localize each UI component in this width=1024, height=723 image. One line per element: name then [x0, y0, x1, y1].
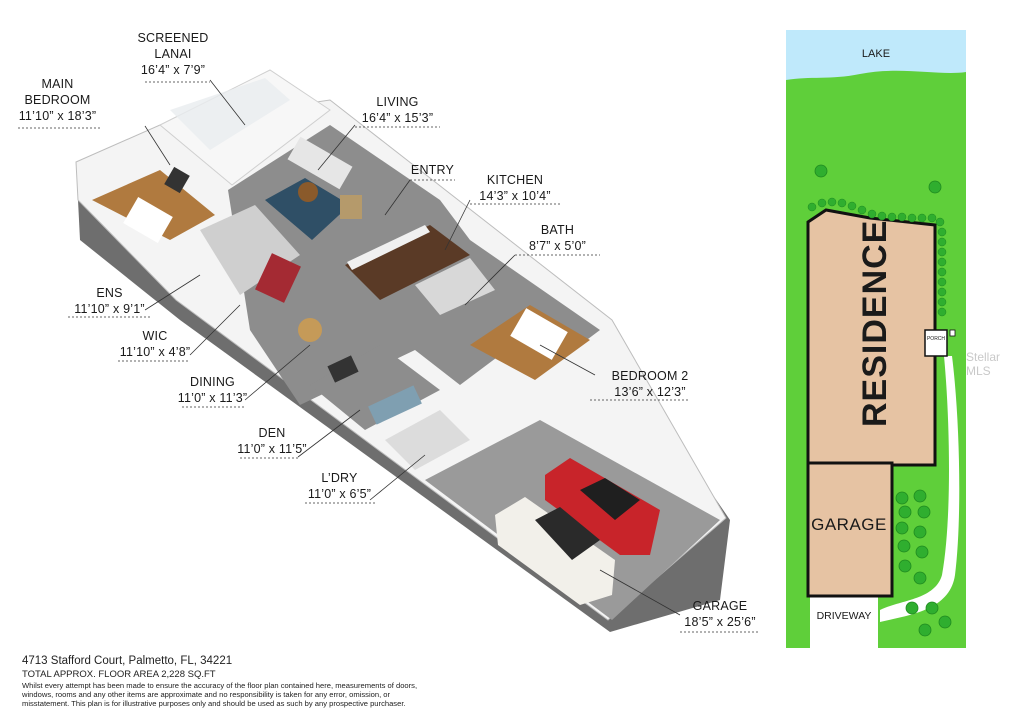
white-hatchback [495, 497, 615, 605]
room-dimensions: 14’3” x 10’4” [479, 189, 551, 203]
leader-kitchen [444, 199, 471, 251]
room-name: LANAI [154, 47, 192, 61]
room-label-main-bedroom: MAIN BEDROOM 11’10” x 18’3” [10, 76, 105, 124]
room-name: SCREENED [137, 31, 209, 45]
room-dimensions: 11’0” x 11’5” [237, 442, 307, 456]
property-address: 4713 Stafford Court, Palmetto, FL, 34221 [22, 655, 233, 667]
room-label-living: LIVING 16’4” x 15’3” [350, 94, 445, 126]
den-sofa [368, 385, 422, 425]
living-rug [265, 178, 350, 240]
leader-ens [144, 274, 201, 311]
room-name: BEDROOM 2 [611, 369, 689, 383]
den-floor [310, 345, 440, 430]
leader-main-bedroom [144, 125, 171, 166]
kitchen-counter [347, 225, 430, 270]
leader-wic [189, 304, 241, 356]
room-dimensions: 11’10” x 18’3” [18, 109, 97, 123]
room-name: MAIN [41, 77, 74, 91]
label-underlines [18, 81, 760, 633]
bath-floor [415, 258, 495, 315]
porch-step [949, 329, 956, 337]
bedroom-2-bed [510, 308, 568, 360]
room-label-wic: WIC 11’10” x 4’8” [110, 328, 200, 360]
red-convertible-roof [580, 478, 640, 520]
room-label-den: DEN 11’0” x 11’5” [237, 425, 307, 457]
den-tv [327, 355, 359, 383]
lake-label: LAKE [861, 48, 891, 60]
room-label-screened-lanai: SCREENED LANAI 16’4” x 7’9” [128, 30, 218, 78]
room-label-dining: DINING 11’0” x 11’3” [175, 374, 250, 406]
room-name: BATH [540, 223, 575, 237]
room-name: ENTRY [410, 163, 455, 177]
room-dimensions: 16’4” x 7’9” [140, 63, 206, 77]
room-name: KITCHEN [486, 173, 544, 187]
living-armchair [340, 195, 362, 219]
room-dimensions: 18’5” x 25’6” [684, 615, 756, 629]
residence-label: RESIDENCE [856, 219, 894, 427]
leader-garage [599, 569, 681, 616]
driveway-label: DRIVEWAY [816, 610, 872, 622]
room-dimensions: 11’10” x 4’8” [119, 345, 191, 359]
leader-laundry [369, 454, 426, 501]
room-name: ENS [96, 286, 123, 300]
room-label-laundry: L’DRY 11’0” x 6’5” [302, 470, 377, 502]
ensuite-floor [200, 205, 300, 295]
driveway [810, 597, 878, 648]
room-name: DINING [190, 375, 235, 389]
room-dimensions: 11’0” x 11’3” [177, 391, 248, 405]
leader-lines [144, 79, 681, 616]
room-name: L’DRY [321, 471, 358, 485]
kitchen-cabinets [345, 225, 470, 300]
room-name: DEN [258, 426, 286, 440]
leader-entry [384, 179, 411, 216]
porch-label: PORCH [926, 336, 946, 342]
front-path [880, 356, 960, 622]
room-name: LIVING [376, 95, 419, 109]
trees [814, 164, 952, 637]
room-dimensions: 16’4” x 15’3” [361, 111, 434, 125]
room-name: BEDROOM [24, 93, 91, 107]
leader-living [317, 124, 356, 171]
room-name: GARAGE [692, 599, 748, 613]
porch-footprint [924, 329, 948, 357]
room-label-bath: BATH 8’7” x 5’0” [510, 222, 605, 254]
watermark: Stellar MLS [966, 350, 1001, 378]
main-bed [123, 197, 173, 243]
leader-dining [244, 344, 311, 401]
site-garage-label: GARAGE [811, 515, 887, 534]
lanai-screen [170, 78, 290, 150]
room-dimensions: 11’0” x 6’5” [307, 487, 372, 501]
hedge [807, 197, 947, 317]
disclaimer: Whilst every attempt has been made to en… [22, 681, 418, 708]
room-dimensions: 11’10” x 9’1” [74, 302, 145, 316]
room-label-kitchen: KITCHEN 14’3” x 10’4” [465, 172, 565, 204]
lake [786, 30, 966, 80]
total-floor-area: TOTAL APPROX. FLOOR AREA 2,228 SQ.FT [22, 669, 216, 680]
living-sofa [287, 136, 353, 190]
main-bedroom-tv [164, 166, 190, 194]
room-label-bedroom-2: BEDROOM 2 13’6” x 12’3” [605, 368, 695, 400]
leader-den [297, 409, 361, 458]
white-hatchback-roof [535, 507, 600, 560]
leader-bedroom-2 [539, 344, 596, 376]
room-label-ens: ENS 11’10” x 9’1” [62, 285, 157, 317]
room-label-entry: ENTRY [405, 162, 460, 178]
room-dimensions: 8’7” x 5’0” [528, 239, 587, 253]
room-dimensions: 13’6” x 12’3” [614, 385, 686, 399]
living-coffee-table [298, 182, 318, 202]
main-bedroom-floor [92, 170, 215, 240]
laundry-floor [385, 410, 470, 470]
wic-shelving [255, 253, 301, 303]
leader-lanai [209, 79, 246, 126]
leader-bath [464, 254, 516, 306]
dining-table [298, 318, 322, 342]
room-label-garage: GARAGE 18’5” x 25’6” [676, 598, 764, 630]
room-name: WIC [142, 329, 168, 343]
garage-footprint [806, 461, 894, 598]
